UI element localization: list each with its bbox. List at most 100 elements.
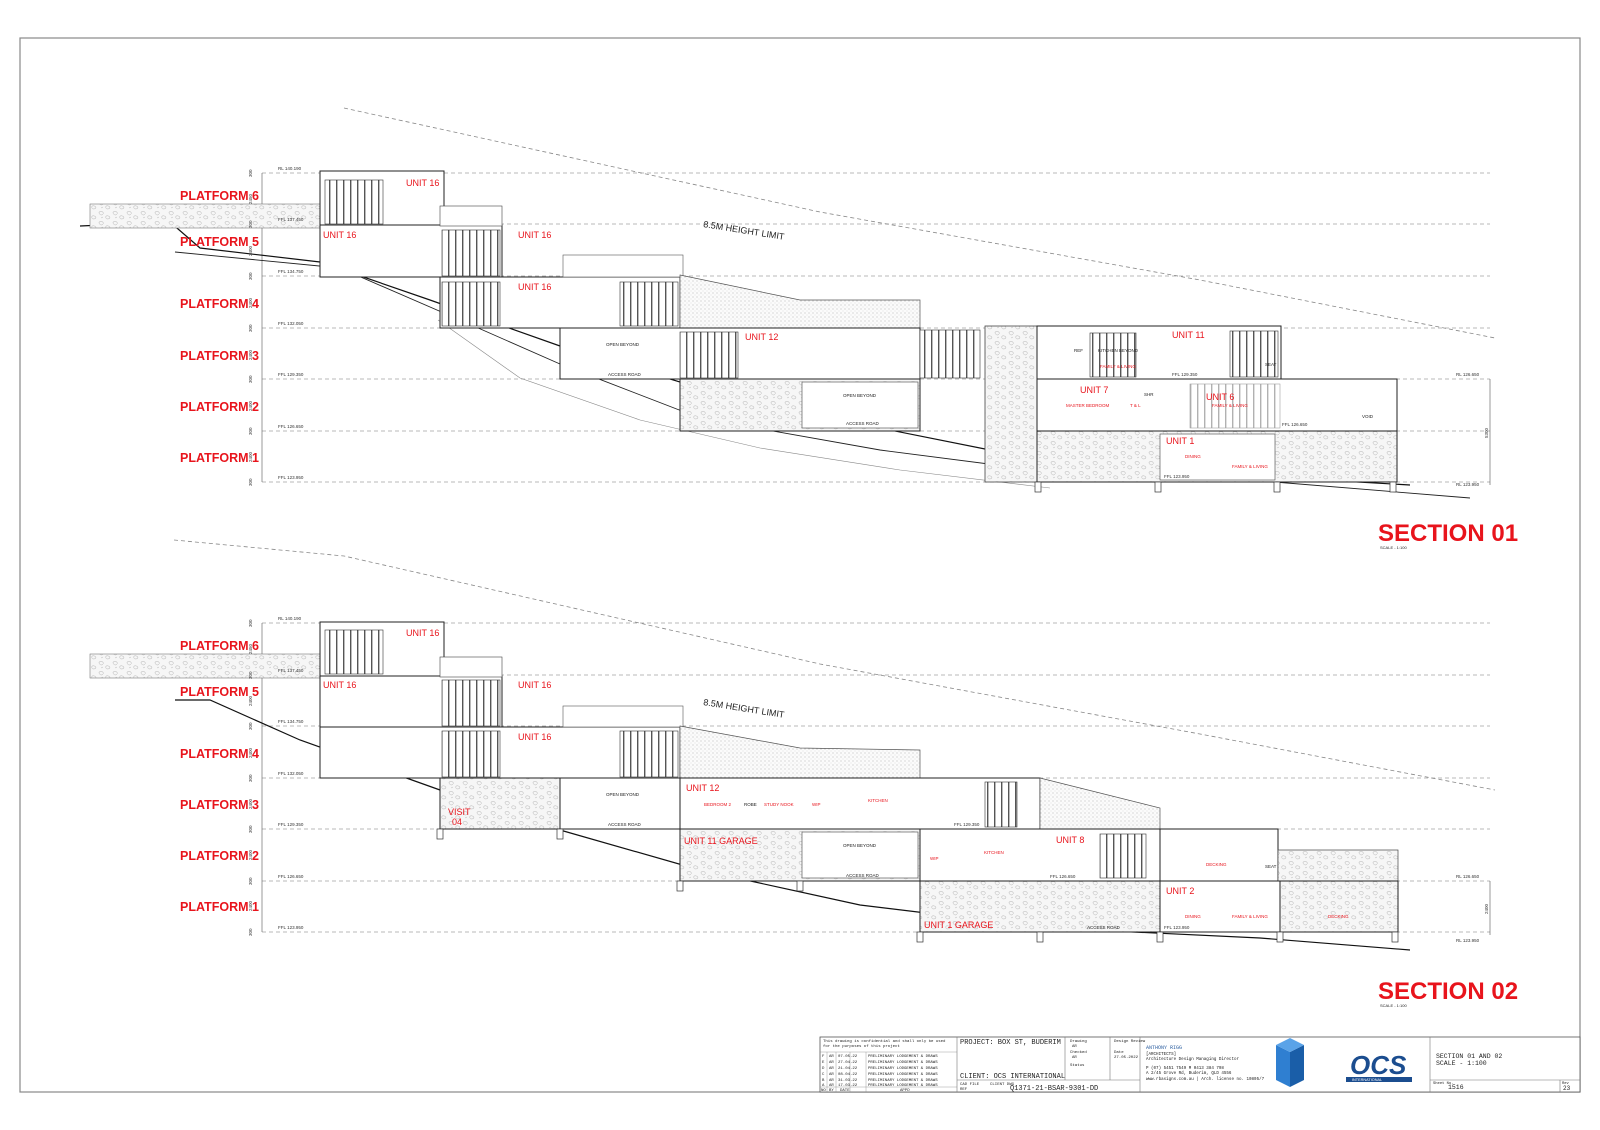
platform-4-label-2: PLATFORM 4 [180, 747, 259, 761]
platform-2-label: PLATFORM 2 [180, 400, 259, 414]
tb-firm-sub: [ARCHITECTS] [1146, 1052, 1176, 1057]
s2-unit-label: UNIT 16 [406, 628, 439, 638]
tb-status-label: Status [1070, 1064, 1085, 1068]
s1-unit-label: UNIT 16 [406, 178, 439, 188]
s2-level: FFL 126.650 [278, 874, 304, 879]
tb-design-review: Design Review [1114, 1039, 1146, 1044]
s2-dim: 2450 [248, 643, 253, 654]
tb-rev-date: 21.04.22 [838, 1067, 858, 1071]
s1-level: FFL 129.350 [278, 372, 304, 377]
s2-level: FFL 132.050 [278, 771, 304, 776]
tb-rev-desc: PRELIMINARY LODGEMENT & DRAWS [868, 1067, 938, 1071]
tb-rev-header: NO [821, 1089, 826, 1093]
s2-level: FFL 129.350 [954, 822, 980, 827]
s2-level: FFL 129.350 [278, 822, 304, 827]
s1-dim: 5300 [1484, 427, 1489, 438]
s2-level: FFL 123.950 [278, 925, 304, 930]
s2-dim: 300 [248, 774, 253, 782]
s2-note: ROBE [744, 802, 757, 807]
s1-dim: 300 [248, 478, 253, 486]
s1-level: RL 123.950 [1456, 482, 1480, 487]
tb-rev-no: F [822, 1055, 825, 1059]
section-02 [89, 539, 1496, 951]
s2-room-label: DECKING [1206, 862, 1227, 867]
section-02-title: SECTION 02 [1378, 978, 1518, 1005]
s1-unit-label: UNIT 6 [1206, 392, 1234, 402]
s1-room-label: KITCHEN BEYOND [1098, 348, 1139, 353]
platform-5-label-2: PLATFORM 5 [180, 685, 259, 699]
s2-unit-label: UNIT 1 GARAGE [924, 920, 993, 930]
s2-level: RL 123.950 [1456, 938, 1480, 943]
s1-unit-label: UNIT 12 [745, 332, 778, 342]
s2-visit-label: 04 [452, 817, 462, 827]
s1-room-label: DINING [1185, 454, 1201, 459]
tb-rev-date: 17.03.22 [838, 1084, 858, 1088]
tb-rev-no: D [822, 1067, 825, 1071]
ground-line-2 [175, 699, 1411, 951]
s1-unit-label: UNIT 1 [1166, 436, 1194, 446]
s1-level: FFL 132.050 [278, 321, 304, 326]
tb-rev-by: AR [829, 1067, 834, 1071]
s2-note: SEAT [1265, 864, 1277, 869]
tb-disclaimer: This drawing is confidential and shall o… [823, 1039, 946, 1044]
s1-dim: 300 [248, 375, 253, 383]
platform-2-label-2: PLATFORM 2 [180, 849, 259, 863]
s2-level: FFL 126.650 [1050, 874, 1076, 879]
s2-unit-label: UNIT 16 [518, 732, 551, 742]
s2-dim: 300 [248, 928, 253, 936]
tb-sheet-rev: 23 [1563, 1085, 1571, 1092]
s2-dim: 300 [248, 722, 253, 730]
s2-dim: 2400 [248, 695, 253, 706]
tb-rev-header: DATE [840, 1089, 850, 1093]
s2-room-label: KITCHEN [868, 798, 888, 803]
tb-rev-desc: PRELIMINARY LODGEMENT & DRAWS [868, 1073, 938, 1077]
tb-sheet-label: Sheet No. [1433, 1081, 1454, 1086]
s1-level: RL 140.190 [278, 166, 302, 171]
s1-room-label: FAMILY & LIVING [1232, 464, 1268, 469]
tb-rev-no: E [822, 1061, 825, 1065]
title-block [819, 1036, 1581, 1093]
tb-rev-by: AR [829, 1084, 834, 1088]
s1-note: REF [1074, 348, 1083, 353]
section-01-scale: SCALE - 1:100 [1380, 545, 1407, 550]
s1-dim: 300 [248, 220, 253, 228]
tb-rev-by: AR [829, 1079, 834, 1083]
section-02-scale: SCALE - 1:100 [1380, 1003, 1407, 1008]
s1-unit-label: UNIT 16 [518, 282, 551, 292]
tb-rev-desc: PRELIMINARY LODGEMENT & DRAWS [868, 1079, 938, 1083]
tb-rev-date: 07.05.22 [838, 1055, 858, 1059]
tb-firm-web: www.rbasigns.com.au | Arch. license no. … [1146, 1077, 1265, 1082]
s2-level: FFL 137.450 [278, 668, 304, 673]
s1-dim: 2400 [248, 451, 253, 462]
section-01 [79, 107, 1496, 499]
tb-firm-name: ANTHONY RIGG [1146, 1045, 1182, 1051]
height-limit-label: 8.5M HEIGHT LIMIT [703, 219, 786, 242]
s2-note: OPEN BEYOND [606, 792, 640, 797]
s1-note: SHR [1144, 392, 1154, 397]
tb-checked-label: Checked [1070, 1050, 1087, 1055]
tb-rev-desc: PRELIMINARY LODGEMENT & DRAWS [868, 1061, 938, 1065]
s2-room-label: FAMILY & LIVING [1232, 914, 1268, 919]
s2-room-label: WIP [812, 802, 821, 807]
s2-room-label: STUDY NOOK [764, 802, 794, 807]
s1-dim: 2400 [248, 400, 253, 411]
s2-unit-label: UNIT 12 [686, 783, 719, 793]
tb-rev-by: AR [829, 1055, 834, 1059]
s1-level: RL 126.650 [1456, 372, 1480, 377]
s1-note: ACCESS ROAD [608, 372, 642, 377]
s1-dim: 2400 [248, 245, 253, 256]
s1-unit-label: UNIT 16 [518, 230, 551, 240]
tb-rev-date: 27.04.22 [838, 1061, 858, 1065]
tb-drawing-label: Drawing [1070, 1039, 1087, 1044]
s2-dim: 300 [248, 619, 253, 627]
s1-unit-label: UNIT 7 [1080, 385, 1108, 395]
s2-unit-label: UNIT 8 [1056, 835, 1084, 845]
platform-1-label: PLATFORM 1 [180, 451, 259, 465]
architect-logo [1276, 1038, 1304, 1087]
s1-dim: 2450 [248, 193, 253, 204]
s2-dim: 2400 [1484, 903, 1489, 914]
s1-level: FFL 134.750 [278, 269, 304, 274]
tb-rev-header: BY [829, 1089, 834, 1093]
s1-dim: 2400 [248, 297, 253, 308]
